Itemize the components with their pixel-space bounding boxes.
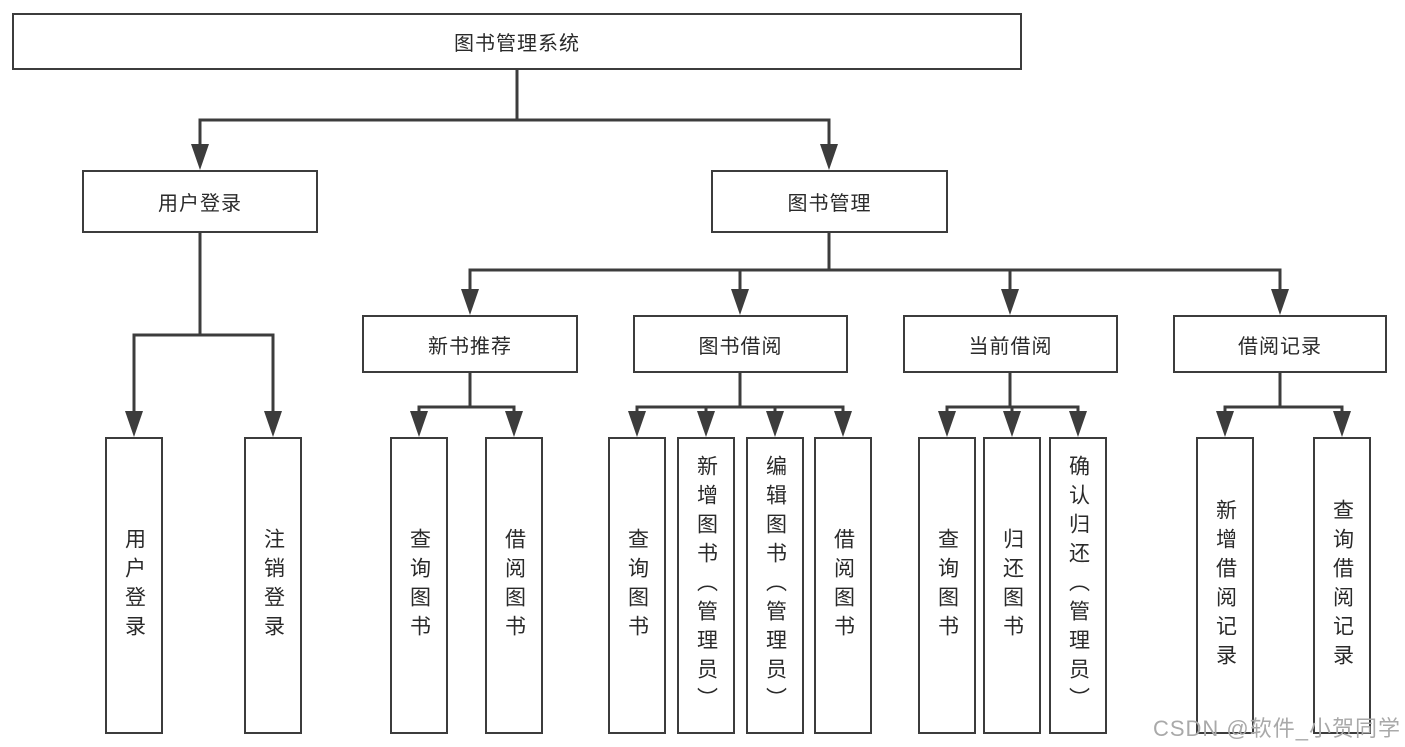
node-label: 借阅记录 [1238,335,1322,358]
node-new-book-recommendation: 新书推荐 [362,315,578,373]
node-label: 查询图书 [625,527,649,644]
node-label: 用户登录 [122,527,146,644]
arrowhead-icon [1069,411,1087,437]
arrowhead-icon [766,411,784,437]
arrowhead-icon [461,289,479,315]
arrowhead-icon [505,411,523,437]
leaf-recommend-query-books: 查询图书 [390,437,448,734]
leaf-borrowing-query-books: 查询图书 [608,437,666,734]
leaf-borrowing-borrow-books: 借阅图书 [814,437,872,734]
leaf-borrowing-edit-books-admin: 编辑图书（管理员） [746,437,804,734]
node-label: 归还图书 [1000,527,1024,644]
arrowhead-icon [1003,411,1021,437]
node-label: 图书管理 [787,193,872,215]
node-current-borrowing: 当前借阅 [903,315,1118,373]
arrowhead-icon [697,411,715,437]
node-label: 新书推荐 [428,335,512,358]
node-user-login: 用户登录 [82,170,318,233]
node-borrowing-records: 借阅记录 [1173,315,1387,373]
node-label: 编辑图书（管理员） [763,455,787,716]
leaf-current-query-books: 查询图书 [918,437,976,734]
node-book-borrowing: 图书借阅 [633,315,848,373]
leaf-records-query-record: 查询借阅记录 [1313,437,1371,734]
node-label: 查询借阅记录 [1330,498,1354,673]
node-label: 图书借阅 [698,335,783,358]
node-label: 当前借阅 [968,335,1053,358]
node-label: 查询图书 [935,527,959,644]
leaf-recommend-borrow-books: 借阅图书 [485,437,543,734]
arrowhead-icon [938,411,956,437]
arrowhead-icon [628,411,646,437]
node-label: 查询图书 [407,527,431,644]
node-label: 用户登录 [158,193,242,215]
connector-recommendation-to-leaves [410,373,523,437]
leaf-current-confirm-return-admin: 确认归还（管理员） [1049,437,1107,734]
connector-user-login-to-leaves [125,233,282,437]
leaf-current-return-books: 归还图书 [983,437,1041,734]
arrowhead-icon [834,411,852,437]
node-label: 借阅图书 [502,527,526,644]
node-label: 确认归还（管理员） [1066,455,1090,716]
arrowhead-icon [191,144,209,170]
leaf-borrowing-add-books-admin: 新增图书（管理员） [677,437,735,734]
node-label: 图书管理系统 [454,33,580,55]
arrowhead-icon [410,411,428,437]
connector-root-to-branches [191,70,838,170]
node-label: 借阅图书 [831,527,855,644]
node-label: 新增借阅记录 [1213,498,1237,673]
arrowhead-icon [731,289,749,315]
node-label: 新增图书（管理员） [694,455,718,716]
csdn-watermark: CSDN @软件_小贺同学 [1152,716,1401,741]
arrowhead-icon [1333,411,1351,437]
arrowhead-icon [125,411,143,437]
leaf-user-login: 用户登录 [105,437,163,734]
node-book-management: 图书管理 [711,170,948,233]
connector-records-to-leaves [1216,373,1351,437]
connector-borrowing-to-leaves [628,373,852,437]
connector-book-management-to-modules [461,233,1289,315]
node-library-system: 图书管理系统 [12,13,1022,70]
connector-current-to-leaves [938,373,1087,437]
node-label: 注销登录 [261,527,285,644]
leaf-records-add-record: 新增借阅记录 [1196,437,1254,734]
arrowhead-icon [1001,289,1019,315]
arrowhead-icon [820,144,838,170]
arrowhead-icon [1271,289,1289,315]
arrowhead-icon [1216,411,1234,437]
leaf-logout: 注销登录 [244,437,302,734]
arrowhead-icon [264,411,282,437]
